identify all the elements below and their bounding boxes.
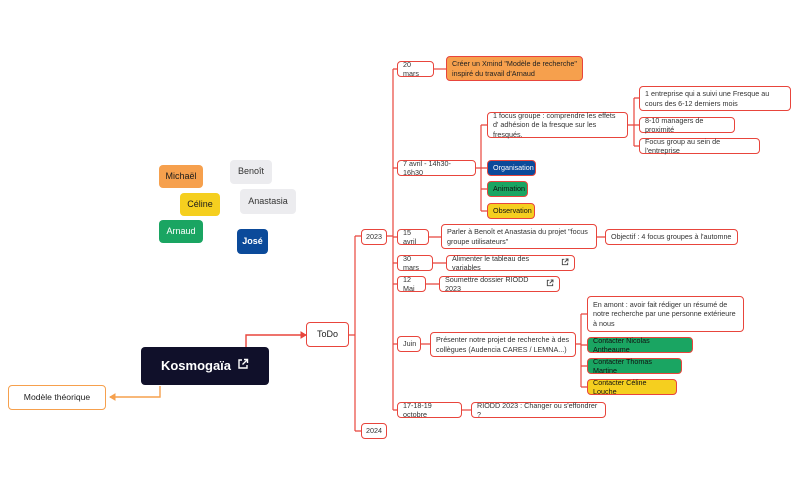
person-tag-celine[interactable]: Céline: [180, 193, 220, 216]
task-contacter-thomas[interactable]: Contacter Thomas Martine: [587, 357, 682, 375]
root-node[interactable]: Kosmogaïa: [141, 347, 269, 385]
external-link-icon[interactable]: [561, 258, 569, 268]
role-organisation[interactable]: Organisation: [487, 160, 536, 176]
date-30-mars[interactable]: 30 mars: [397, 254, 433, 272]
person-tag-jose[interactable]: José: [237, 229, 268, 254]
task-soumettre[interactable]: Soumettre dossier RIODD 2023: [439, 274, 560, 293]
person-tag-arnaud[interactable]: Arnaud: [159, 220, 203, 243]
task-focus-groupe[interactable]: 1 focus groupe : comprendre les effets d…: [487, 111, 628, 139]
person-tag-benoit[interactable]: Benoît: [230, 160, 272, 184]
todo-node[interactable]: ToDo: [306, 322, 349, 347]
role-observation[interactable]: Observation: [487, 203, 535, 219]
date-12-mai[interactable]: 12 Mai: [397, 275, 426, 293]
external-link-icon[interactable]: [237, 358, 249, 375]
focus-sub-entreprise[interactable]: 1 entreprise qui a suivi une Fresque au …: [639, 86, 791, 111]
focus-sub-group[interactable]: Focus group au sein de l'entreprise: [639, 137, 760, 155]
date-15-avril[interactable]: 15 avril: [397, 228, 429, 246]
modele-theorique-node[interactable]: Modèle théorique: [8, 385, 106, 410]
role-animation[interactable]: Animation: [487, 181, 528, 197]
task-soumettre-label: Soumettre dossier RIODD 2023: [445, 274, 529, 293]
task-alimenter[interactable]: Alimenter le tableau des variables: [446, 253, 575, 272]
year-2024-node[interactable]: 2024: [361, 423, 387, 439]
task-xmind[interactable]: Créer un Xmind "Modèle de recherche" ins…: [446, 56, 583, 81]
date-juin[interactable]: Juin: [397, 336, 421, 352]
focus-sub-managers[interactable]: 8-10 managers de proximité: [639, 116, 735, 134]
task-contacter-nicolas[interactable]: Contacter Nicolas Antheaume: [587, 336, 693, 354]
year-2023-node[interactable]: 2023: [361, 229, 387, 245]
task-alimenter-label: Alimenter le tableau des variables: [452, 253, 530, 272]
person-tag-michael[interactable]: Michaël: [159, 165, 203, 188]
task-presenter[interactable]: Présenter notre projet de recherche à de…: [430, 332, 576, 357]
date-octobre[interactable]: 17-18-19 octobre: [397, 401, 462, 419]
date-20-mars[interactable]: 20 mars: [397, 60, 434, 78]
task-objectif[interactable]: Objectif : 4 focus groupes à l'automne: [605, 229, 738, 245]
task-riodd[interactable]: RIODD 2023 : Changer ou s'effondrer ?: [471, 401, 606, 419]
person-tag-anastasia[interactable]: Anastasia: [240, 189, 296, 214]
task-contacter-celine[interactable]: Contacter Céline Louche: [587, 378, 677, 396]
root-label: Kosmogaïa: [160, 357, 232, 373]
date-7-avril[interactable]: 7 avril - 14h30-16h30: [397, 159, 476, 177]
task-parler[interactable]: Parler à Benoît et Anastasia du projet "…: [441, 224, 597, 249]
external-link-icon[interactable]: [546, 279, 554, 289]
task-en-amont[interactable]: En amont : avoir fait rédiger un résumé …: [587, 296, 744, 332]
